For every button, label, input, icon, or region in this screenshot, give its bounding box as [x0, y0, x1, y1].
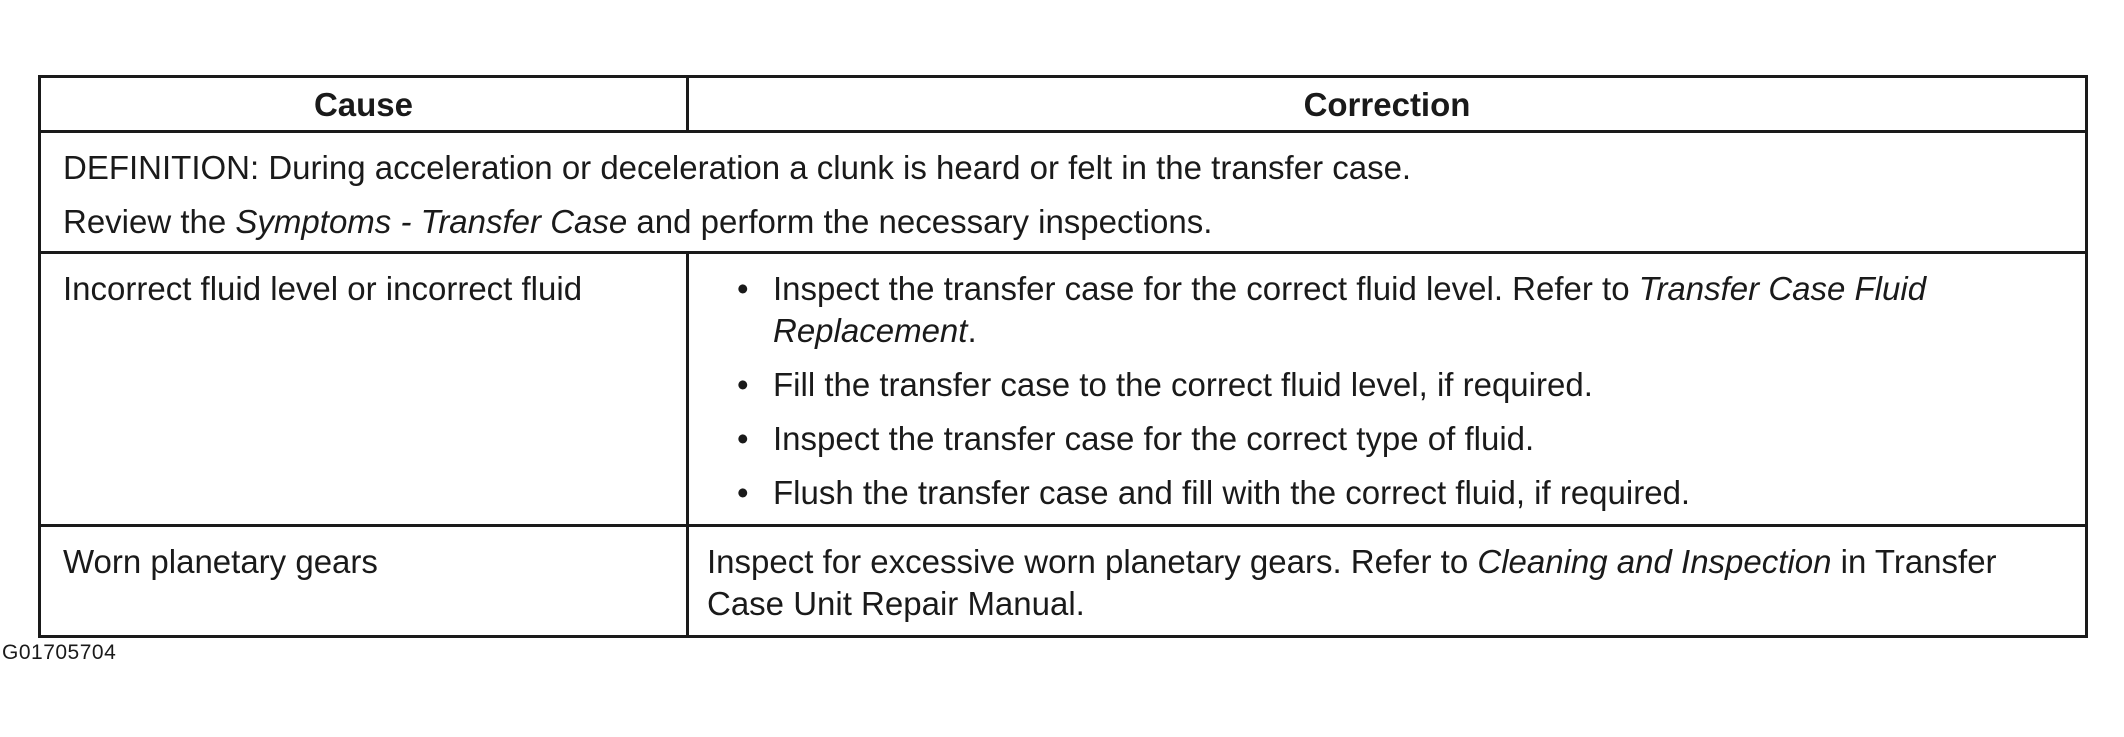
fluid-replacement-reference: Transfer Case Fluid Replacement — [773, 270, 1927, 349]
cause-cell: Worn planetary gears — [38, 524, 689, 638]
bullet-text: Flush the transfer case and fill with th… — [773, 474, 1691, 511]
table-row: Worn planetary gears Inspect for excessi… — [38, 524, 2088, 638]
definition-text: DEFINITION: During acceleration or decel… — [63, 149, 1412, 186]
symptoms-reference: Symptoms - Transfer Case — [235, 203, 628, 240]
list-item: • Fill the transfer case to the correct f… — [733, 364, 2067, 406]
figure-id: G01705704 — [2, 641, 117, 664]
definition-row: DEFINITION: During acceleration or decel… — [38, 130, 2088, 254]
table-row: Incorrect fluid level or incorrect fluid… — [38, 251, 2088, 527]
bullet-icon: • — [737, 270, 749, 307]
correction-list: • Inspect the transfer case for the corre… — [707, 268, 2067, 514]
list-item: • Flush the transfer case and fill with t… — [733, 472, 2067, 514]
correction-header: Correction — [686, 75, 2088, 133]
correction-cell: Inspect for excessive worn planetary gea… — [686, 524, 2088, 638]
bullet-icon: • — [737, 474, 749, 511]
bullet-icon: • — [737, 366, 749, 403]
correction-text-prefix: Inspect for excessive worn planetary gea… — [707, 543, 1478, 580]
diagnostic-table: Cause Correction DEFINITION: During acce… — [38, 75, 2088, 638]
cause-cell: Incorrect fluid level or incorrect fluid — [38, 251, 689, 527]
list-item: • Inspect the transfer case for the corre… — [733, 268, 2067, 352]
review-text: Review the Symptoms - Transfer Case and … — [63, 201, 2085, 243]
bullet-text-prefix: Inspect the transfer case for the correc… — [773, 270, 1639, 307]
correction-text-suffix: in Transfer Case Unit Repair Manual. — [707, 543, 1997, 622]
header-row: Cause Correction — [38, 75, 2088, 133]
cause-header: Cause — [38, 75, 689, 133]
list-item: • Inspect the transfer case for the corre… — [733, 418, 2067, 460]
cleaning-inspection-reference: Cleaning and Inspection — [1477, 543, 1832, 580]
definition-cell: DEFINITION: During acceleration or decel… — [38, 130, 2088, 254]
bullet-text-suffix: . — [967, 312, 977, 349]
bullet-icon: • — [737, 420, 749, 457]
correction-cell: • Inspect the transfer case for the corre… — [686, 251, 2088, 527]
review-prefix: Review the — [63, 203, 236, 240]
review-suffix: and perform the necessary inspections. — [627, 203, 1213, 240]
bullet-text: Inspect the transfer case for the correc… — [773, 420, 1535, 457]
bullet-text: Fill the transfer case to the correct fl… — [773, 366, 1593, 403]
